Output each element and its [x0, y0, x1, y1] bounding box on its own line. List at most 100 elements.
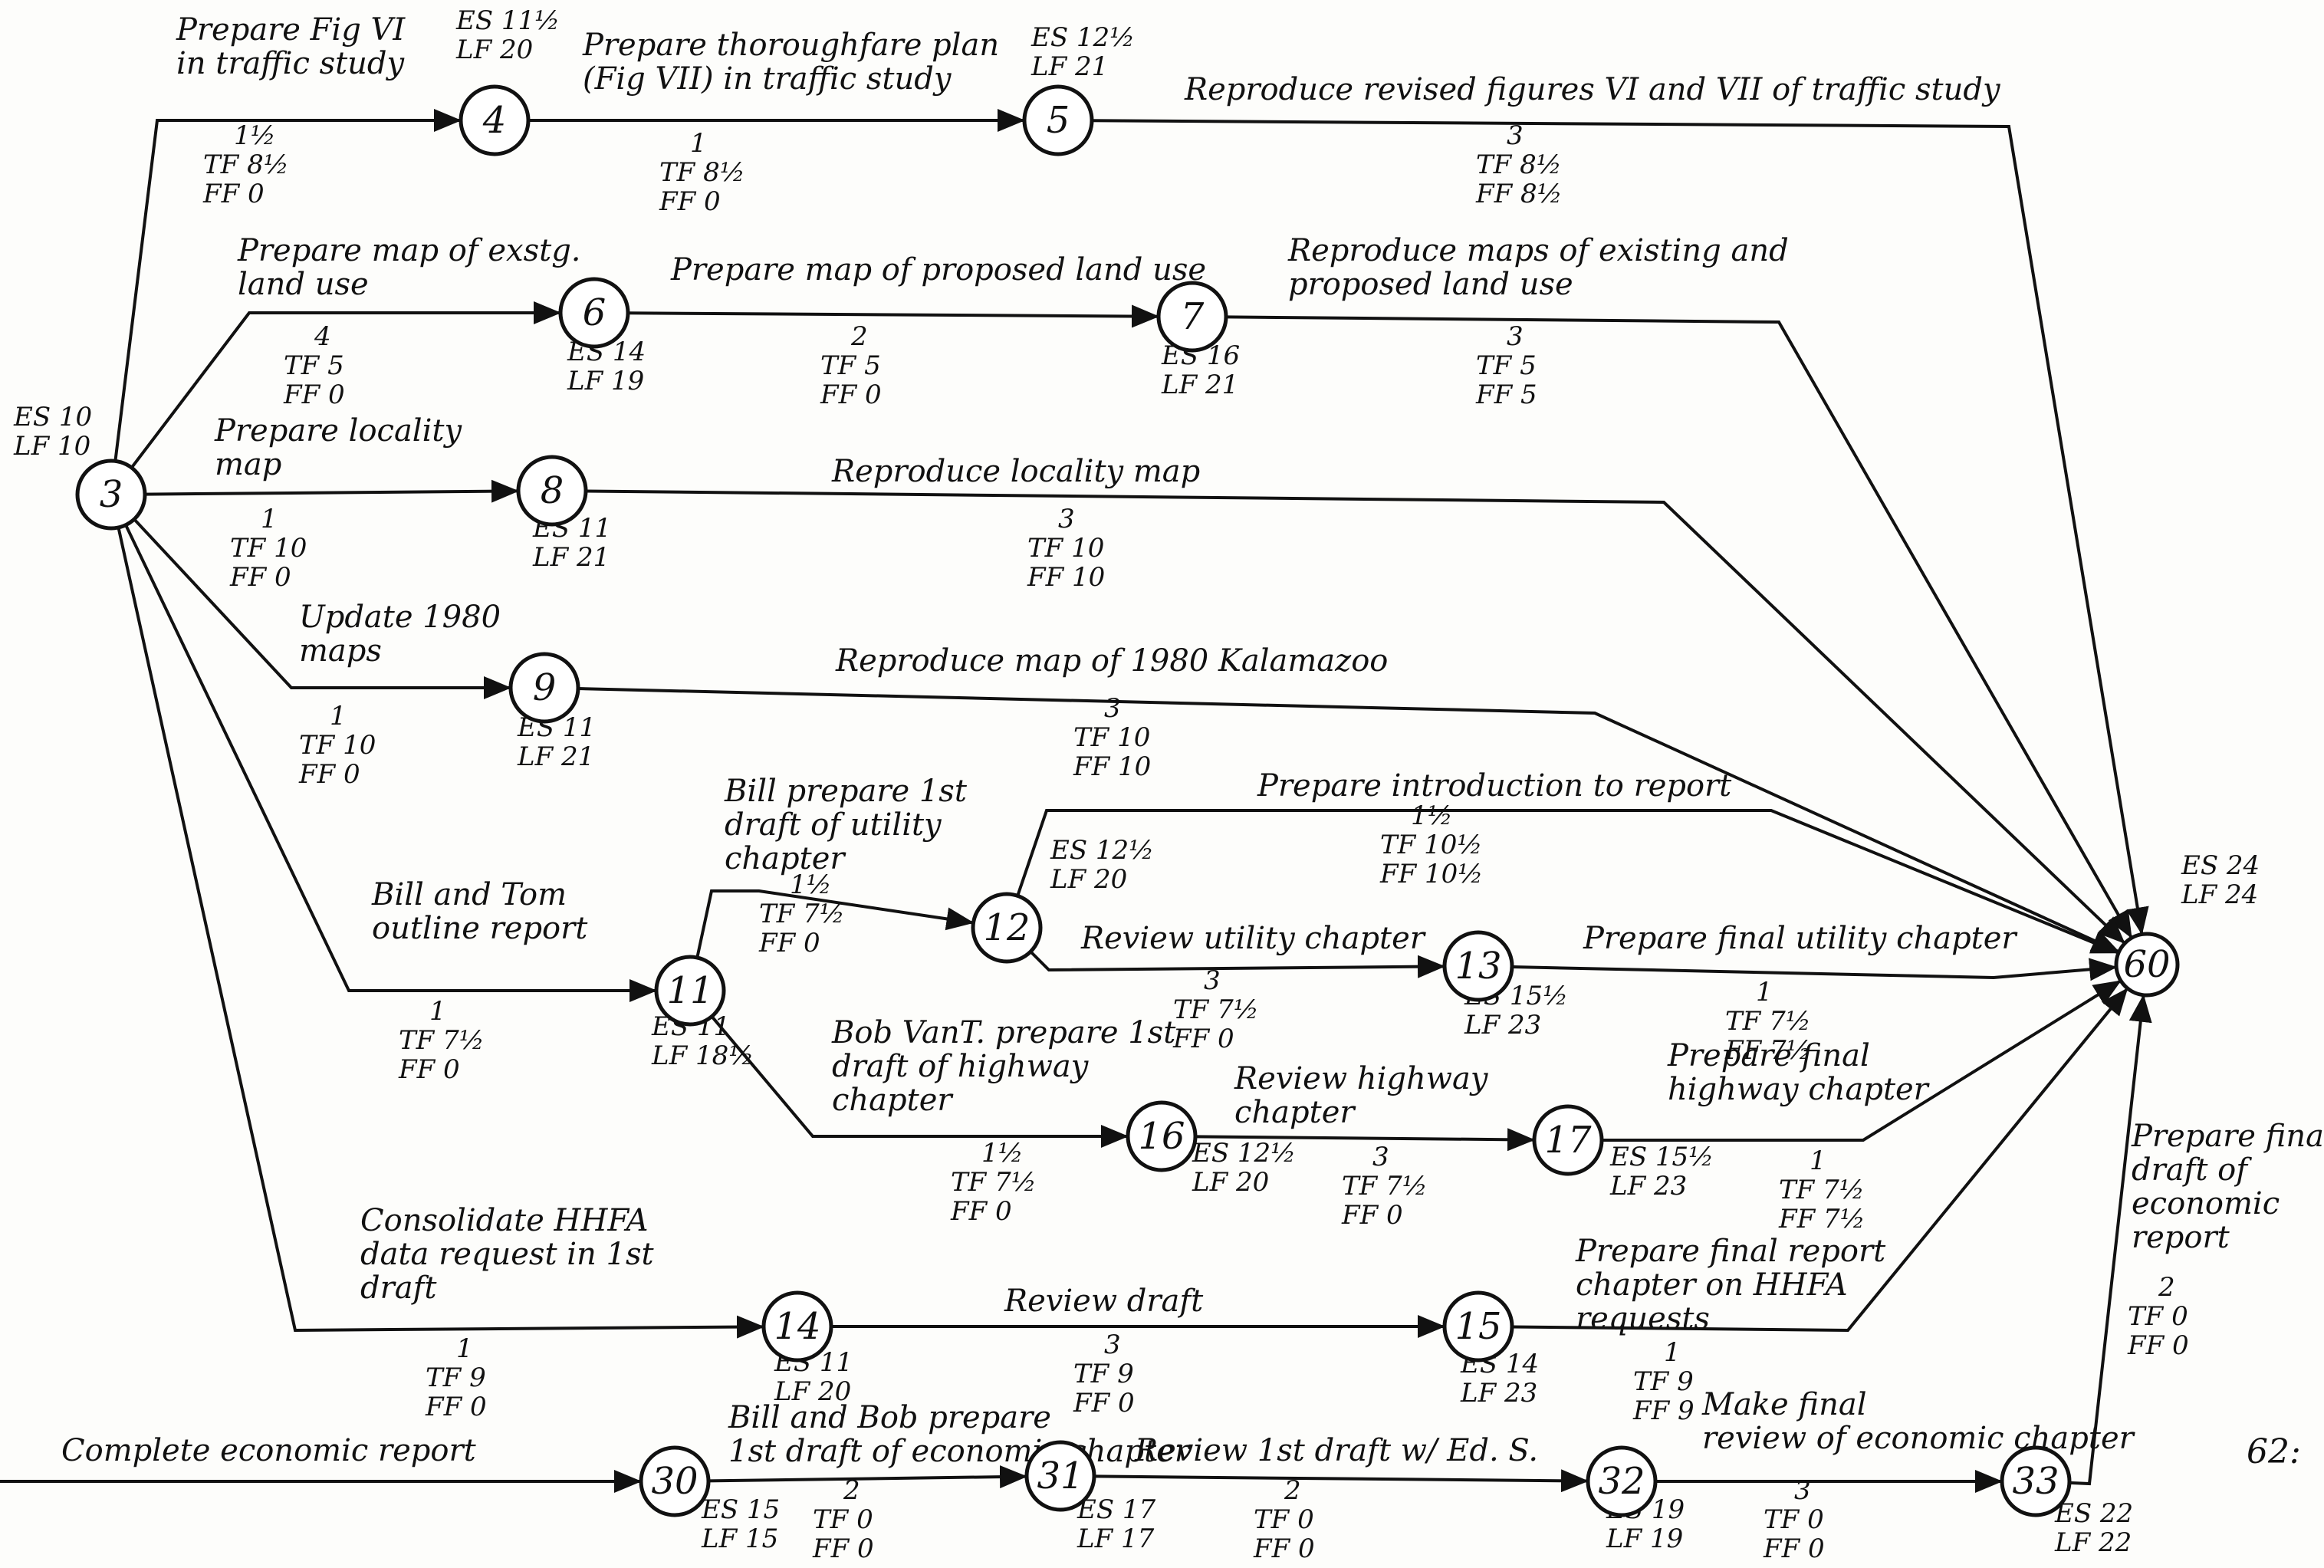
event-node-30[interactable]: 30 [639, 1445, 711, 1517]
activity-duration-12-60: 1½ [1411, 800, 1453, 831]
event-node-13[interactable]: 13 [1442, 930, 1514, 1002]
latest-finish-33: LF 22 [2054, 1527, 2132, 1558]
activity-duration-6-7: 2 [850, 321, 868, 352]
activity-total-float-12-60: TF 10½ [1380, 830, 1482, 860]
activity-free-float-5-60: FF 8½ [1475, 179, 1563, 209]
event-node-7[interactable]: 7 [1156, 281, 1228, 353]
earliest-start-16: ES 12½ [1192, 1138, 1296, 1169]
event-node-31[interactable]: 31 [1024, 1440, 1096, 1512]
activity-free-float-17-60: FF 7½ [1778, 1204, 1865, 1234]
activity-duration-9-60: 3 [1104, 693, 1121, 724]
activity-duration-30-31: 2 [843, 1475, 860, 1506]
activity-duration-11-12: 1½ [790, 869, 832, 900]
activity-duration-7-60: 3 [1507, 321, 1524, 352]
edge-3-6 [130, 301, 561, 469]
edges-layer [0, 109, 2152, 1493]
latest-finish-60: LF 24 [2181, 879, 2258, 910]
activity-duration-31-32: 2 [1284, 1475, 1301, 1506]
edge-8-60 [585, 489, 2125, 945]
event-node-4[interactable]: 4 [459, 84, 531, 156]
event-node-9[interactable]: 9 [508, 652, 580, 724]
event-number-17: 17 [1544, 1119, 1592, 1162]
activity-total-float-15-60: TF 9 [1633, 1366, 1694, 1397]
latest-finish-4: LF 20 [455, 35, 533, 65]
event-node-11[interactable]: 11 [654, 955, 726, 1027]
activity-label-9-60: Reproduce map of 1980 Kalamazoo [835, 643, 1388, 679]
edge-5-60 [1091, 119, 2149, 935]
earliest-start-3: ES 10 [13, 402, 92, 432]
earliest-start-31: ES 17 [1077, 1494, 1156, 1525]
event-node-12[interactable]: 12 [971, 892, 1043, 964]
activity-label-12-60: Prepare introduction to report [1257, 768, 1732, 804]
edge-3-8 [144, 479, 520, 503]
event-node-60[interactable]: 60 [2114, 932, 2180, 998]
activity-free-float-3-9: FF 0 [298, 759, 360, 790]
edge-13-60 [1511, 958, 2118, 981]
activity-label-12-13: Review utility chapter [1080, 921, 1427, 956]
activity-free-float-6-7: FF 0 [820, 380, 882, 410]
edge-11-16 [710, 1015, 1129, 1148]
event-number-12: 12 [983, 906, 1030, 949]
event-number-9: 9 [533, 666, 557, 709]
activity-free-float-8-60: FF 10 [1027, 562, 1105, 593]
activity-total-float-4-5: TF 8½ [659, 157, 745, 188]
activity-total-float-3-9: TF 10 [299, 730, 376, 761]
event-node-17[interactable]: 17 [1532, 1104, 1604, 1176]
activity-free-float-12-13: FF 0 [1172, 1024, 1234, 1054]
event-node-16[interactable]: 16 [1126, 1100, 1198, 1172]
latest-finish-14: LF 20 [774, 1376, 851, 1407]
event-number-7: 7 [1181, 295, 1205, 338]
latest-finish-17: LF 23 [1609, 1171, 1687, 1201]
event-node-15[interactable]: 15 [1442, 1290, 1514, 1363]
activity-free-float-11-16: FF 0 [950, 1196, 1012, 1227]
event-number-8: 8 [541, 469, 564, 512]
activity-duration-5-60: 3 [1507, 120, 1524, 151]
activity-free-float-3-8: FF 0 [229, 562, 291, 593]
activity-total-float-11-12: TF 7½ [759, 899, 845, 929]
activity-duration-15-60: 1 [1664, 1337, 1681, 1368]
edge-3-9 [133, 518, 511, 699]
earliest-start-5: ES 12½ [1031, 22, 1135, 53]
event-number-33: 33 [2012, 1460, 2059, 1503]
activity-free-float-14-15: FF 0 [1073, 1388, 1135, 1418]
event-node-32[interactable]: 32 [1586, 1445, 1658, 1517]
activity-total-float-5-60: TF 8½ [1476, 150, 1562, 180]
edge-3-14 [117, 527, 765, 1339]
event-node-33[interactable]: 33 [2000, 1445, 2072, 1517]
activity-duration-14-15: 3 [1104, 1330, 1121, 1360]
activity-free-float-3-6: FF 0 [283, 380, 345, 410]
activity-total-float-32-33: TF 0 [1764, 1504, 1824, 1535]
activity-duration-13-60: 1 [1756, 977, 1773, 1008]
activity-duration-3-9: 1 [330, 701, 347, 731]
earliest-start-4: ES 11½ [455, 5, 560, 36]
earliest-start-30: ES 15 [701, 1494, 780, 1525]
activity-label-start-30: Complete economic report [61, 1433, 477, 1468]
activity-label-8-60: Reproduce locality map [831, 454, 1200, 489]
activity-total-float-6-7: TF 5 [820, 350, 881, 381]
latest-finish-32: LF 19 [1606, 1524, 1683, 1554]
event-node-3[interactable]: 3 [75, 459, 147, 531]
activity-label-13-60: Prepare final utility chapter [1583, 921, 2018, 956]
activity-total-float-30-31: TF 0 [813, 1504, 873, 1535]
activity-duration-3-8: 1 [261, 504, 278, 534]
activity-total-float-3-4: TF 8½ [203, 150, 289, 180]
activity-label-31-32: Review 1st draft w/ Ed. S. [1134, 1433, 1538, 1468]
edge-15-60 [1511, 988, 2128, 1333]
earliest-start-60: ES 24 [2181, 850, 2260, 881]
latest-finish-7: LF 21 [1161, 370, 1238, 400]
activity-total-float-7-60: TF 5 [1476, 350, 1537, 381]
activity-free-float-33-60: FF 0 [2127, 1330, 2189, 1361]
activity-total-float-12-13: TF 7½ [1173, 994, 1259, 1025]
event-node-14[interactable]: 14 [761, 1290, 833, 1363]
event-node-6[interactable]: 6 [558, 277, 630, 349]
event-node-5[interactable]: 5 [1022, 84, 1094, 156]
earliest-start-17: ES 15½ [1609, 1142, 1714, 1172]
activity-label-4-5: Prepare thoroughfare plan(Fig VII) in tr… [582, 28, 999, 97]
event-node-8[interactable]: 8 [516, 455, 588, 527]
